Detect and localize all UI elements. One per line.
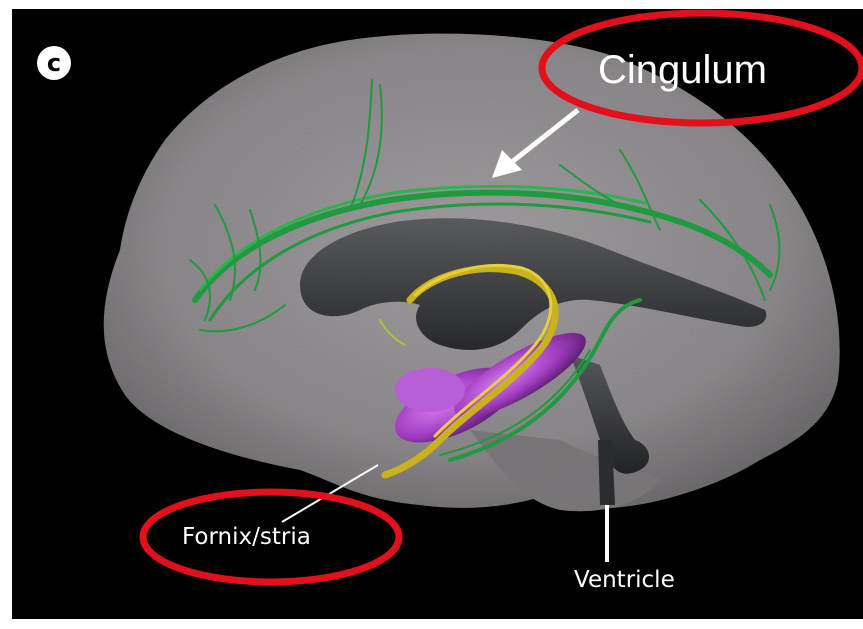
panel-letter-badge: c <box>37 46 71 80</box>
fornix-label: Fornix/stria <box>182 524 311 550</box>
cingulum-label: Cingulum <box>598 48 767 93</box>
ventricle-label: Ventricle <box>574 567 675 593</box>
purple-structure-small <box>395 368 465 412</box>
